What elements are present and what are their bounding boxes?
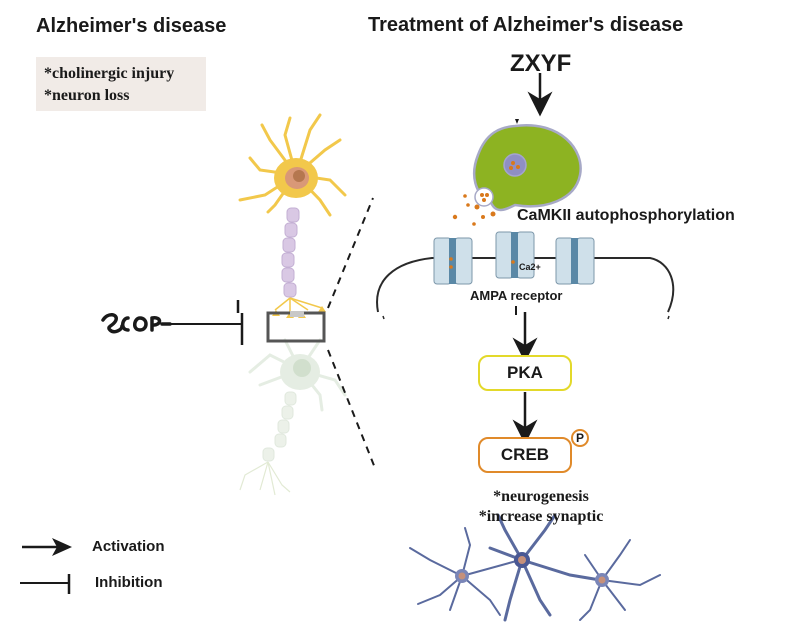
- drug-label: ZXYF: [510, 50, 572, 77]
- outcome-item: *neurogenesis: [493, 488, 589, 505]
- pathway-node-pka: PKA: [478, 355, 572, 391]
- symptom-item: *neuron loss: [44, 87, 130, 104]
- phosphorylation-badge: P: [571, 429, 589, 447]
- zoom-line-bottom: [327, 349, 376, 469]
- symptom-box: *cholinergic injury *neuron loss: [36, 57, 206, 111]
- ampa-receptor-channel: [555, 237, 595, 285]
- zoom-region-box: [266, 311, 326, 343]
- outcome-list: *neurogenesis *increase synaptic: [466, 487, 616, 527]
- symptom-item: *cholinergic injury: [44, 65, 175, 82]
- presynaptic-cell-icon: [452, 119, 582, 226]
- left-panel-title: Alzheimer's disease: [36, 15, 227, 37]
- scopolamine-structure-icon: [101, 313, 172, 334]
- neuron-soma: [455, 552, 609, 587]
- activation-arrow-icon: [22, 538, 72, 556]
- postsynaptic-membrane: [376, 257, 675, 313]
- pathway-node-creb: CREB: [478, 437, 572, 473]
- ampa-receptor-channel: [433, 237, 473, 285]
- degenerated-neuron-icon: [239, 338, 347, 496]
- healthy-neuron-icon: [238, 113, 347, 318]
- synapse-marker: [290, 311, 304, 317]
- inhibition-bar-icon: [20, 574, 71, 594]
- legend-inhibition-label: Inhibition: [95, 574, 163, 591]
- process-label: CaMKII autophosphorylation: [517, 207, 735, 224]
- legend-activation-label: Activation: [92, 538, 165, 555]
- zoom-line-top: [327, 197, 374, 309]
- neuron-network-icon: [409, 513, 661, 622]
- ampa-receptor-channel: [495, 231, 535, 279]
- right-panel-title: Treatment of Alzheimer's disease: [368, 14, 684, 36]
- receptor-label: AMPA receptor: [470, 288, 563, 303]
- outcome-item: *increase synaptic: [478, 508, 604, 525]
- ion-label: Ca2+: [519, 262, 541, 272]
